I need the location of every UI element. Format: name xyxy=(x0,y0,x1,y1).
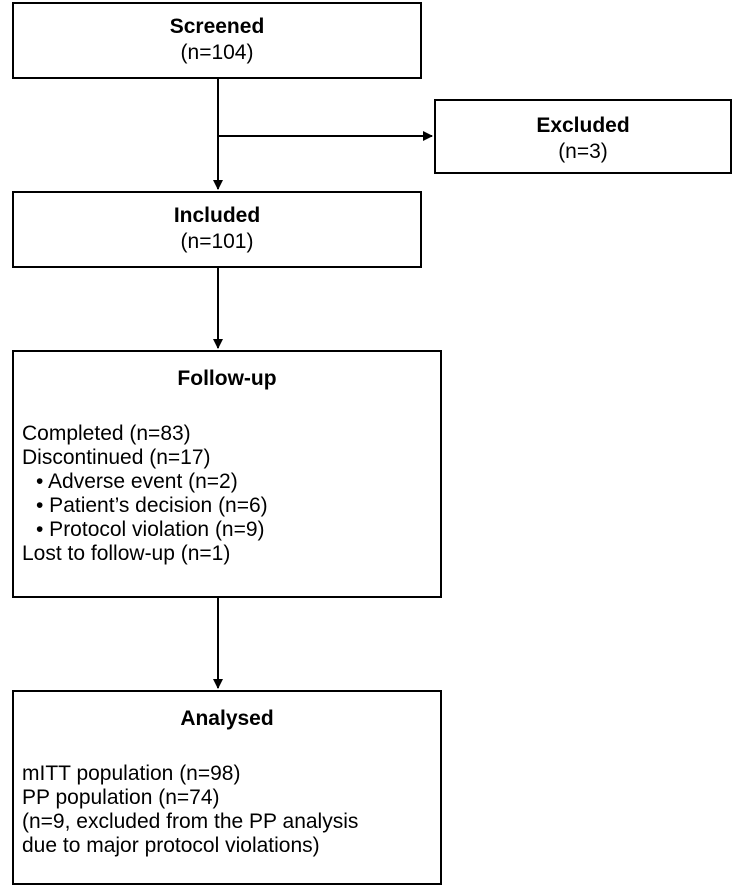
pp-line: PP population (n=74) xyxy=(22,786,220,809)
reason-adverse-event: • Adverse event (n=2) xyxy=(36,470,238,493)
excluded-title: Excluded xyxy=(536,114,630,137)
pp-note-line-2: due to major protocol violations) xyxy=(22,834,320,857)
screened-title: Screened xyxy=(169,15,265,38)
screened-count: (n=104) xyxy=(180,41,254,64)
reason-patient-decision: • Patient’s decision (n=6) xyxy=(36,494,268,517)
analysed-box: Analysed mITT population (n=98) PP popul… xyxy=(12,690,442,885)
discontinued-line: Discontinued (n=17) xyxy=(22,446,211,469)
lost-line: Lost to follow-up (n=1) xyxy=(22,542,231,565)
excluded-box: Excluded (n=3) xyxy=(434,99,732,174)
completed-line: Completed (n=83) xyxy=(22,422,191,445)
analysed-title: Analysed xyxy=(180,707,274,730)
analysed-details: mITT population (n=98) PP population (n=… xyxy=(14,762,440,858)
pp-note-line-1: (n=9, excluded from the PP analysis xyxy=(22,810,359,833)
follow-up-box: Follow-up Completed (n=83) Discontinued … xyxy=(12,350,442,598)
follow-up-title: Follow-up xyxy=(177,367,277,390)
reason-protocol-violation: • Protocol violation (n=9) xyxy=(36,518,265,541)
included-box: Included (n=101) xyxy=(12,191,422,268)
mitt-line: mITT population (n=98) xyxy=(22,762,241,785)
follow-up-details: Completed (n=83) Discontinued (n=17) • A… xyxy=(14,422,440,566)
excluded-count: (n=3) xyxy=(558,140,608,163)
included-count: (n=101) xyxy=(180,230,254,253)
screened-box: Screened (n=104) xyxy=(12,2,422,79)
included-title: Included xyxy=(173,204,261,227)
